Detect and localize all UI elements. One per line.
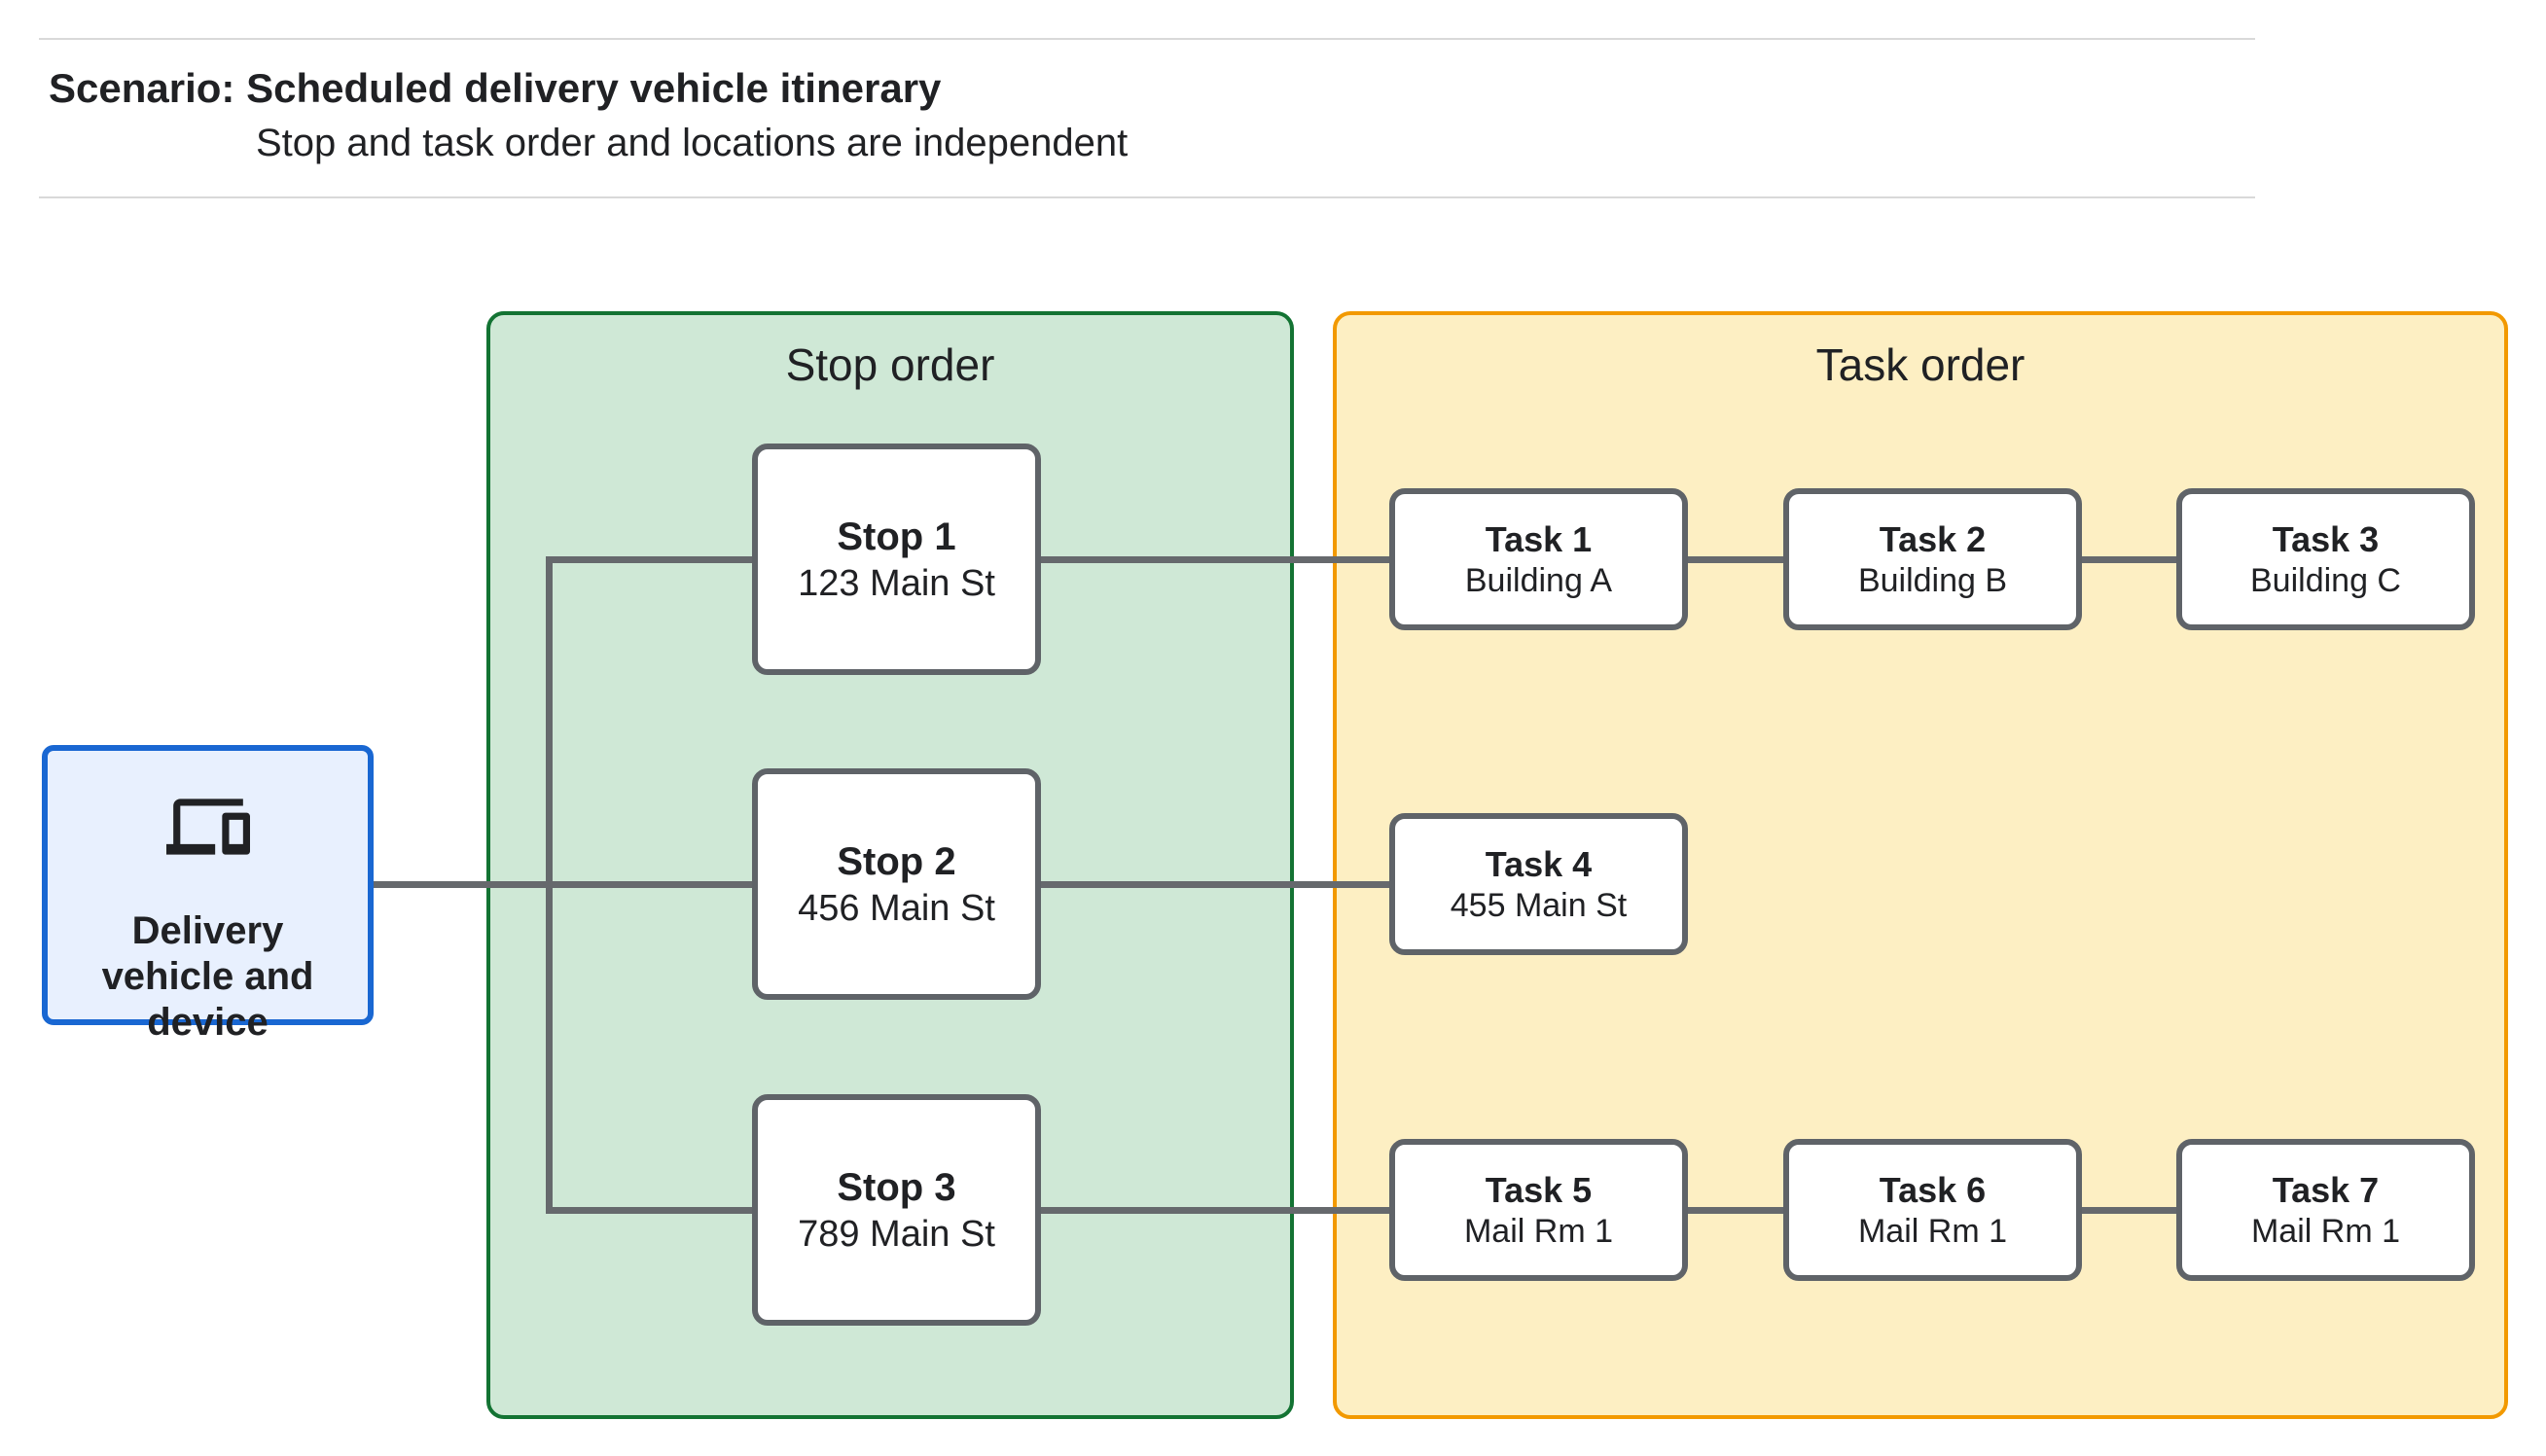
connector-task5-to-task6 <box>1686 1207 1785 1214</box>
top-divider <box>39 38 2255 40</box>
stop-2-address: 456 Main St <box>798 888 995 929</box>
stop-order-panel-title: Stop order <box>785 339 995 390</box>
connector-stop3-to-task5 <box>1039 1207 1389 1214</box>
task-5-title: Task 5 <box>1485 1170 1593 1210</box>
stop-1-address: 123 Main St <box>798 563 995 604</box>
page-subtitle: Stop and task order and locations are in… <box>256 122 1129 164</box>
connector-task1-to-task2 <box>1686 556 1785 563</box>
task-7-location: Mail Rm 1 <box>2250 1213 2401 1250</box>
task-5-node: Task 5 Mail Rm 1 <box>1389 1139 1688 1281</box>
stop-2-node: Stop 2 456 Main St <box>752 768 1041 1000</box>
task-1-location: Building A <box>1464 562 1613 599</box>
connector-task2-to-task3 <box>2080 556 2178 563</box>
connector-stop2-to-task4 <box>1039 881 1389 888</box>
task-6-title: Task 6 <box>1879 1170 1987 1210</box>
connector-vehicle-to-stop2 <box>372 881 752 888</box>
delivery-vehicle-label: Delivery vehicle and device <box>101 909 314 1044</box>
task-order-panel-title: Task order <box>1815 339 2026 390</box>
task-4-location: 455 Main St <box>1450 887 1628 924</box>
connector-task6-to-task7 <box>2080 1207 2178 1214</box>
task-3-title: Task 3 <box>2272 519 2380 559</box>
connector-trunk-to-stop1 <box>546 556 752 563</box>
task-4-node: Task 4 455 Main St <box>1389 813 1688 955</box>
connector-trunk-to-stop3 <box>546 1207 752 1214</box>
delivery-vehicle-node: Delivery vehicle and device <box>42 745 374 1044</box>
task-7-node: Task 7 Mail Rm 1 <box>2176 1139 2475 1281</box>
stop-3-node: Stop 3 789 Main St <box>752 1094 1041 1326</box>
task-1-title: Task 1 <box>1485 519 1593 559</box>
stop-1-title: Stop 1 <box>837 515 956 558</box>
stop-3-address: 789 Main St <box>798 1214 995 1255</box>
task-2-node: Task 2 Building B <box>1783 488 2082 630</box>
task-2-location: Building B <box>1857 562 2008 599</box>
task-4-title: Task 4 <box>1485 844 1593 884</box>
connector-trunk <box>546 556 553 1214</box>
stop-2-title: Stop 2 <box>837 840 956 883</box>
task-5-location: Mail Rm 1 <box>1463 1213 1614 1250</box>
task-3-node: Task 3 Building C <box>2176 488 2475 630</box>
header-divider <box>39 196 2255 198</box>
task-6-node: Task 6 Mail Rm 1 <box>1783 1139 2082 1281</box>
task-6-location: Mail Rm 1 <box>1857 1213 2008 1250</box>
stop-1-node: Stop 1 123 Main St <box>752 444 1041 675</box>
task-7-title: Task 7 <box>2272 1170 2380 1210</box>
connector-stop1-to-task1 <box>1039 556 1389 563</box>
devices-icon <box>165 792 250 862</box>
stop-3-title: Stop 3 <box>837 1166 956 1209</box>
task-1-node: Task 1 Building A <box>1389 488 1688 630</box>
task-2-title: Task 2 <box>1879 519 1987 559</box>
page-title: Scenario: Scheduled delivery vehicle iti… <box>49 65 942 111</box>
task-3-location: Building C <box>2250 562 2401 599</box>
